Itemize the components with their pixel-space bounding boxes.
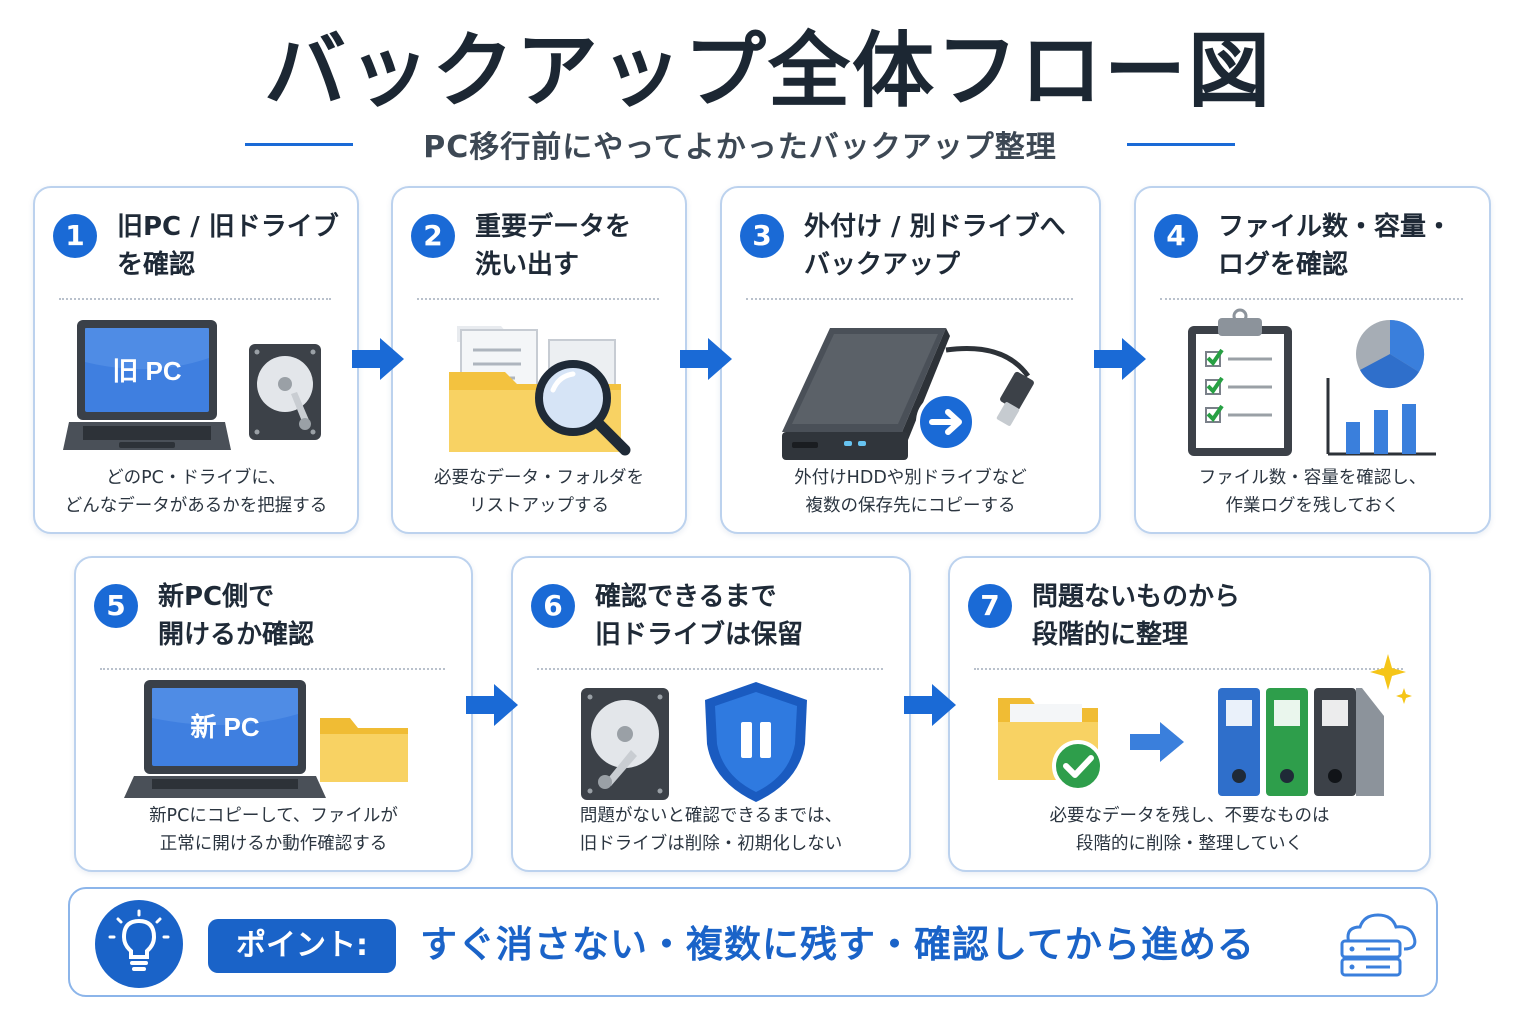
step-card-6: 6 確認できるまで旧ドライブは保留 問題がないと確認できるまでは、旧ドライブは削… <box>511 556 911 872</box>
page-title: バックアップ全体フロー図 <box>263 24 1272 119</box>
arrow-right-icon <box>1130 722 1184 762</box>
flow-arrow-5-6 <box>466 684 518 726</box>
point-text: すぐ消さない・複数に残す・確認してから進める <box>420 923 1255 966</box>
step-number-7: 7 <box>968 584 1012 628</box>
step-separator-4 <box>1160 298 1463 300</box>
step-title-7: 問題ないものから段階的に整理 <box>1032 582 1241 650</box>
step-number-4: 4 <box>1154 214 1198 258</box>
point-box: ポイント: すぐ消さない・複数に残す・確認してから進める <box>68 887 1438 997</box>
new-pc-screen-label: 新 PC <box>190 712 260 742</box>
page-subtitle: PC移行前にやってよかったバックアップ整理 <box>423 130 1057 165</box>
step-card-2: 2 重要データを洗い出す 必要なデータ・フォルダをリストアップする <box>391 186 687 534</box>
step-separator-2 <box>417 298 659 300</box>
subtitle-row: PC移行前にやってよかったバックアップ整理 <box>245 120 1235 168</box>
folder-icon <box>320 718 408 782</box>
flow-arrow-2-3 <box>680 338 732 380</box>
step-title-3: 外付け / 別ドライブへバックアップ <box>804 212 1066 280</box>
step-card-5: 5 新PC側で開けるか確認 新 PC 新PCにコピーして、ファイルが正常に開ける… <box>74 556 473 872</box>
flow-arrow-3-4 <box>1094 338 1146 380</box>
hard-drive-icon <box>581 688 669 800</box>
step-number-5: 5 <box>94 584 138 628</box>
folder-search-icon <box>449 326 631 456</box>
sparkle-icon <box>1370 654 1412 704</box>
shield-pause-icon <box>705 682 807 802</box>
folder-check-icon <box>998 698 1104 792</box>
subtitle-line-left <box>245 142 353 146</box>
step-card-3: 3 外付け / 別ドライブへバックアップ 外付けHDDや別ドライブなど複数の保存… <box>720 186 1101 534</box>
step-number-3: 3 <box>740 214 784 258</box>
point-label: ポイント: <box>208 919 396 973</box>
step-desc-6: 問題がないと確認できるまでは、旧ドライブは削除・初期化しない <box>579 806 843 854</box>
hard-drive-icon <box>249 344 321 440</box>
step-number-6: 6 <box>531 584 575 628</box>
step-desc-3: 外付けHDDや別ドライブなど複数の保存先にコピーする <box>794 468 1027 516</box>
step-title-2: 重要データを洗い出す <box>475 212 632 280</box>
pie-bar-chart-icon <box>1326 319 1436 456</box>
step-card-1: 1 旧PC / 旧ドライブを確認 旧 PC どのPC・ドライブに、どんなデータが… <box>33 186 359 534</box>
external-hdd-icon <box>782 328 1034 460</box>
clipboard-checklist-icon <box>1188 308 1292 456</box>
flow-arrow-1-2 <box>352 338 404 380</box>
binders-icon <box>1218 688 1384 796</box>
step-desc-5: 新PCにコピーして、ファイルが正常に開けるか動作確認する <box>149 806 398 854</box>
step-separator-6 <box>537 668 883 670</box>
step-number-1: 1 <box>53 214 97 258</box>
old-pc-screen-label: 旧 PC <box>112 356 182 386</box>
step-separator-7 <box>974 668 1403 670</box>
step-separator-5 <box>100 668 445 670</box>
step-card-7: 7 問題ないものから段階的に整理 <box>948 556 1431 872</box>
step-title-4: ファイル数・容量・ログを確認 <box>1218 212 1453 280</box>
step-number-2: 2 <box>411 214 455 258</box>
step-desc-2: 必要なデータ・フォルダをリストアップする <box>434 468 644 516</box>
step-desc-1: どのPC・ドライブに、どんなデータがあるかを把握する <box>64 468 328 516</box>
lightbulb-icon <box>95 900 183 988</box>
step-desc-7: 必要なデータを残し、不要なものは段階的に削除・整理していく <box>1049 806 1330 854</box>
step-title-1: 旧PC / 旧ドライブを確認 <box>117 212 339 280</box>
new-laptop-icon: 新 PC <box>124 680 326 798</box>
step-separator-3 <box>746 298 1073 300</box>
step-card-4: 4 ファイル数・容量・ログを確認 <box>1134 186 1491 534</box>
flow-arrow-6-7 <box>904 684 956 726</box>
laptop-icon: 旧 PC <box>63 320 231 450</box>
step-desc-4: ファイル数・容量を確認し、作業ログを残しておく <box>1198 468 1427 516</box>
step-title-6: 確認できるまで旧ドライブは保留 <box>595 582 804 650</box>
step-title-5: 新PC側で開けるか確認 <box>158 582 315 650</box>
step-separator-1 <box>59 298 331 300</box>
cloud-server-icon <box>1340 913 1417 977</box>
subtitle-line-right <box>1126 142 1235 146</box>
